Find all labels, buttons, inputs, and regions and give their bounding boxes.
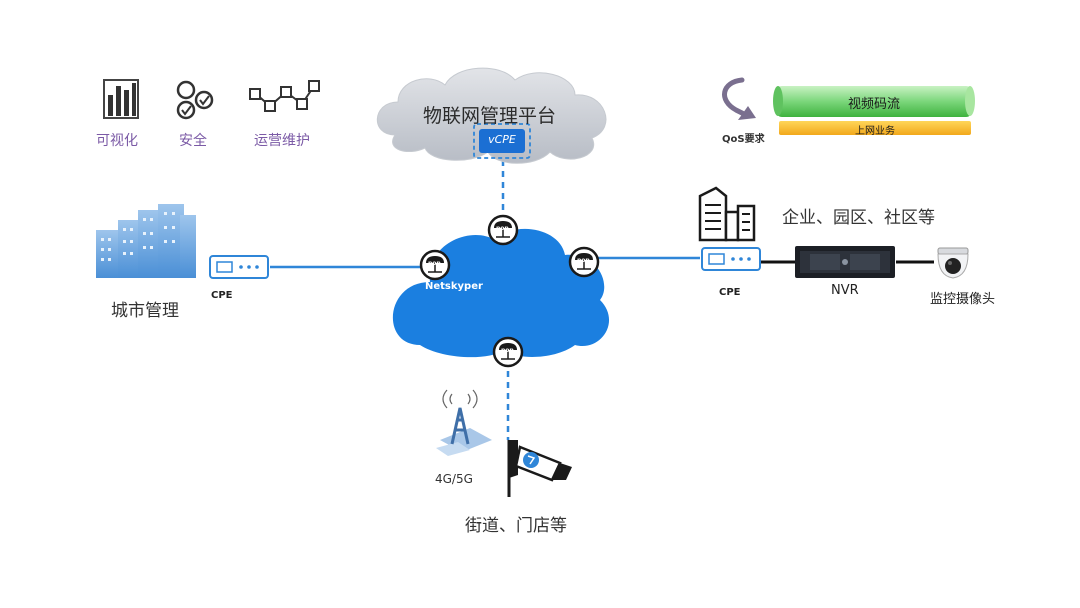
left-cpe-device <box>209 255 269 279</box>
nvr-label: NVR <box>831 283 859 298</box>
internet-service-bar <box>779 121 971 135</box>
vcpe-label: vCPE <box>488 133 516 146</box>
tower-label: 4G/5G <box>435 472 473 486</box>
network-path-icon <box>249 80 320 112</box>
pop-label-left: pop <box>428 260 441 267</box>
pop-label-right: pop <box>577 257 590 264</box>
feature-label-security: 安全 <box>179 133 207 149</box>
qos-arrow-icon <box>722 77 756 120</box>
enterprise-label: 企业、园区、社区等 <box>782 208 935 228</box>
gear-check-icon <box>176 80 214 120</box>
street-label: 街道、门店等 <box>465 516 567 536</box>
qos-label: QoS要求 <box>722 134 765 145</box>
pop-node-top <box>487 214 519 246</box>
dome-camera-icon <box>937 247 969 279</box>
video-stream-bar <box>773 86 975 117</box>
pop-node-left <box>419 249 451 281</box>
street-camera-icon <box>507 440 572 497</box>
right-cpe-device <box>701 247 761 271</box>
platform-cloud <box>376 67 607 164</box>
pop-node-right <box>568 246 600 278</box>
bar-chart-icon <box>103 79 139 119</box>
camera-label: 监控摄像头 <box>930 292 996 307</box>
left-cpe-label: CPE <box>211 290 233 301</box>
feature-label-operations: 运营维护 <box>254 133 310 149</box>
nvr-device <box>795 246 895 278</box>
company-buildings-icon <box>698 186 756 242</box>
vcpe-box <box>473 123 531 159</box>
feature-label-visualization: 可视化 <box>96 133 138 149</box>
pop-label-top: pop <box>496 225 509 232</box>
cell-tower-icon <box>436 389 492 456</box>
pop-label-bottom: pop <box>501 347 514 354</box>
city-buildings-icon <box>96 204 196 278</box>
city-management-label: 城市管理 <box>111 301 179 321</box>
core-cloud <box>392 228 610 358</box>
pop-node-bottom <box>492 336 524 368</box>
video-stream-label: 视频码流 <box>847 97 900 112</box>
platform-title: 物联网管理平台 <box>423 105 557 127</box>
internet-service-label: 上网业务 <box>855 126 895 137</box>
right-cpe-label: CPE <box>719 287 741 298</box>
core-network-label: Netskyper <box>425 281 483 292</box>
